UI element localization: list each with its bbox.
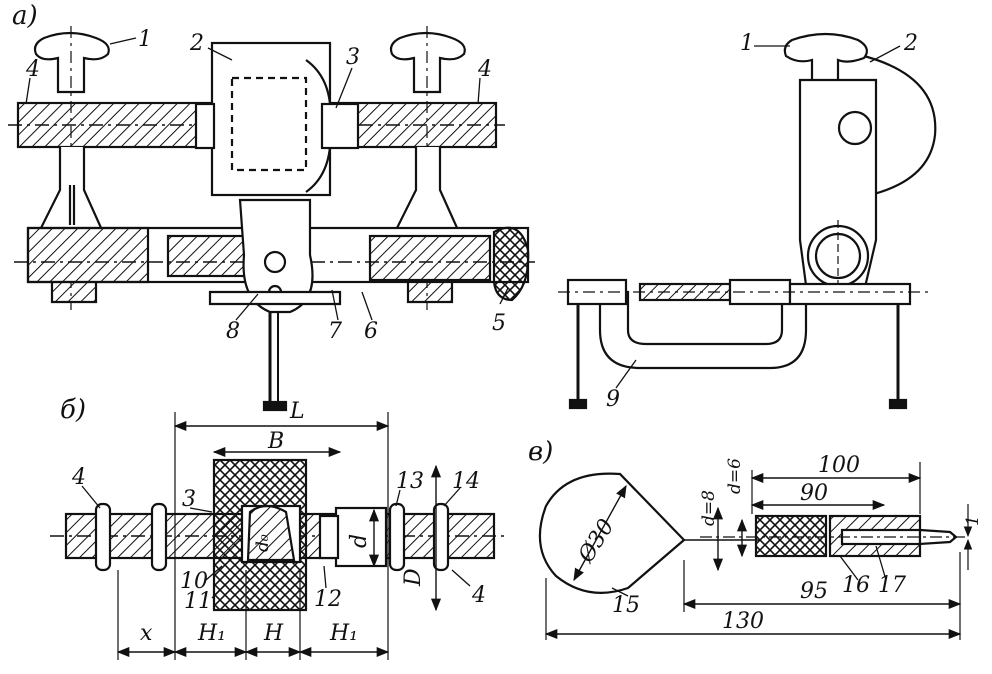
dim-x: x <box>140 621 153 646</box>
part-4-b-right: 4 <box>471 583 486 608</box>
part-3-left: 3 <box>346 45 360 70</box>
dim-d0: d₀ <box>253 534 273 552</box>
part-1-side: 1 <box>740 31 754 56</box>
dim-90: 90 <box>800 481 828 506</box>
part-2-side: 2 <box>903 31 918 56</box>
part-11: 11 <box>184 589 212 614</box>
part-12: 12 <box>314 587 342 612</box>
dim-100: 100 <box>818 453 860 478</box>
knob-1-left <box>33 31 110 94</box>
disc-2 <box>859 53 937 197</box>
leader-lines <box>25 37 901 599</box>
ring-13 <box>388 502 406 572</box>
dim-130: 130 <box>722 609 764 634</box>
part-7: 7 <box>328 319 342 344</box>
panel-label-c: в) <box>528 437 553 467</box>
dim-d8: d=8 <box>699 490 719 526</box>
dim-D: D <box>401 568 426 587</box>
part-10: 10 <box>180 569 208 594</box>
panel-c-tool <box>538 462 973 640</box>
panel-a-assembly <box>8 26 535 412</box>
part-1-left: 1 <box>138 27 152 52</box>
part-9: 9 <box>606 387 620 412</box>
part-16: 16 <box>842 573 870 598</box>
part-15: 15 <box>612 593 640 618</box>
dim-d6: d=6 <box>725 458 745 494</box>
panel-label-b: б) <box>60 395 86 425</box>
panel-b-section <box>50 412 506 660</box>
dim-B: B <box>267 429 284 454</box>
part-3-b: 3 <box>182 487 196 512</box>
part-4-b-left: 4 <box>71 465 86 490</box>
part-8: 8 <box>226 319 240 344</box>
dim-H: H <box>263 621 284 646</box>
panel-label-a: а) <box>12 1 38 31</box>
holder-16 <box>754 514 828 558</box>
bushing-3 <box>320 102 360 150</box>
knob-1-right <box>389 31 466 94</box>
knob-5 <box>492 226 530 302</box>
part-6: 6 <box>364 319 378 344</box>
part-4-left: 4 <box>25 57 40 82</box>
part-4-right: 4 <box>477 57 492 82</box>
part-5: 5 <box>492 311 506 336</box>
knob-1-side <box>783 32 868 92</box>
dim-1: 1 <box>963 515 983 526</box>
dim-d: d <box>347 534 372 548</box>
dim-H1-left: H₁ <box>197 621 226 646</box>
panel-a-side-view <box>558 32 937 410</box>
part-2-left: 2 <box>189 31 204 56</box>
ring-4-left <box>94 502 112 572</box>
part-17: 17 <box>878 573 906 598</box>
dim-H1-right: H₁ <box>329 621 358 646</box>
part-13: 13 <box>396 469 424 494</box>
dim-95: 95 <box>800 579 828 604</box>
dim-L: L <box>289 399 305 424</box>
part-14: 14 <box>452 469 480 494</box>
